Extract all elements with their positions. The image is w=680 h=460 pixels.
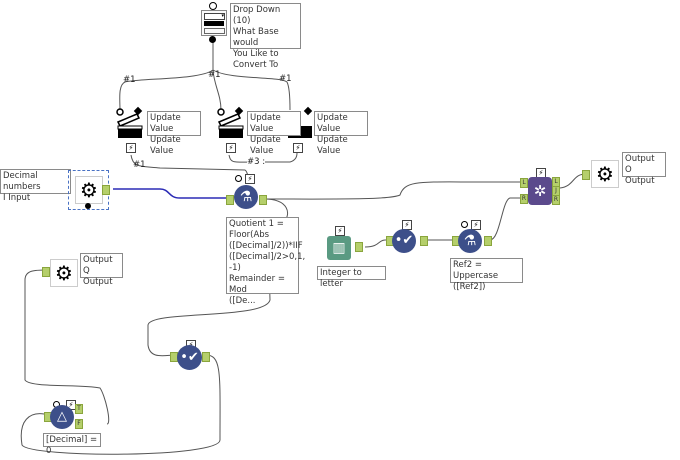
join-tool[interactable]: ⚡ L R ✲ L J R	[518, 168, 562, 208]
macro-output-tool-q[interactable]: ⚙	[42, 259, 78, 287]
connection-label: #3 :	[247, 157, 266, 167]
connection-input-formula1[interactable]	[113, 188, 232, 199]
bolt-icon: ⚡	[226, 143, 236, 153]
bolt-icon: ⚡	[293, 143, 303, 153]
macro-output-tool-o[interactable]: ⚙	[582, 160, 619, 188]
formula-tool-2[interactable]: ⚡ ⚗	[452, 218, 494, 254]
output-port[interactable]	[259, 195, 267, 205]
filter-icon: △	[50, 405, 74, 429]
filter-tool[interactable]: ⚡ △ T F	[42, 400, 84, 432]
input-port[interactable]	[226, 195, 234, 205]
connection-to-update1[interactable]	[119, 69, 214, 111]
select-tool-1[interactable]: ⚡ •✔	[170, 340, 210, 370]
output-port[interactable]	[484, 236, 492, 246]
update-value-annotation-3: Update Value Update Value	[314, 111, 368, 156]
macro-output-icon: ⚙	[591, 160, 619, 188]
join-icon: ✲	[528, 177, 552, 205]
output-port[interactable]	[355, 242, 363, 252]
dropdown-tool[interactable]: ▾	[199, 2, 227, 43]
select-tool-2[interactable]: ⚡ •✔	[386, 218, 430, 254]
join-right-input-port[interactable]: R	[520, 194, 528, 204]
bolt-icon: ⚡	[335, 226, 345, 236]
connection-to-update3[interactable]	[212, 69, 291, 111]
select-check-icon: •✔	[177, 345, 202, 370]
update-value-tool-1[interactable]	[115, 106, 145, 140]
clock-icon	[209, 2, 217, 10]
output-port[interactable]	[420, 236, 428, 246]
macro-input-tool[interactable]: ⚙	[68, 170, 110, 210]
anchor-icon	[209, 36, 216, 43]
text-input-annotation: Integer to letter	[317, 266, 386, 289]
join-right-output-port[interactable]: R	[552, 195, 560, 205]
connection-formula1-join[interactable]	[263, 181, 520, 200]
formula-annotation-1: Quotient 1 = Floor(Abs ([Decimal]/2))*II…	[226, 217, 305, 306]
anchor-icon	[85, 203, 91, 209]
filter-annotation: [Decimal] = 0	[43, 433, 101, 456]
output-o-annotation: Output O Output	[622, 152, 666, 186]
connection-label: #1	[123, 75, 136, 85]
formula-annotation-2: Ref2 = Uppercase ([Ref2])	[450, 258, 523, 292]
connection-update23-formula[interactable]	[228, 152, 298, 163]
output-port[interactable]	[202, 352, 210, 362]
update-value-tool-2[interactable]	[216, 106, 246, 140]
filter-true-port[interactable]: T	[75, 404, 83, 414]
update-value-annotation-2: Update Value Update Value	[247, 111, 301, 156]
connection-select1-filter[interactable]	[20, 354, 221, 455]
update-value-annotation-1: Update Value Update Value	[147, 111, 201, 156]
dropdown-annotation: Drop Down (10) What Base would You Like …	[230, 3, 301, 70]
join-left-input-port[interactable]: L	[520, 178, 528, 188]
input-port[interactable]	[42, 267, 50, 277]
output-port[interactable]	[102, 185, 110, 195]
clapper-icon	[116, 106, 143, 138]
book-icon: ▥	[327, 236, 351, 260]
connection-label: #1	[208, 70, 221, 80]
filter-false-port[interactable]: F	[75, 419, 83, 429]
select-check-icon: •✔	[392, 229, 416, 253]
input-port[interactable]	[582, 170, 590, 180]
connection-filter-outputq[interactable]	[24, 269, 110, 425]
macro-input-annotation: Decimal numbers I Input	[0, 169, 71, 203]
clock-icon	[461, 221, 468, 228]
text-input-tool[interactable]: ⚡ ▥	[325, 226, 367, 262]
connection-formula2-join[interactable]	[489, 197, 520, 241]
bolt-icon: ⚡	[471, 220, 481, 230]
bolt-icon: ⚡	[245, 174, 255, 184]
connection-textinput-select2[interactable]	[364, 239, 392, 248]
connection-label: #1	[133, 160, 146, 170]
clock-icon	[235, 175, 242, 182]
macro-input-icon: ⚙	[75, 176, 103, 204]
macro-output-icon: ⚙	[50, 259, 78, 287]
connection-to-update2[interactable]	[212, 69, 222, 111]
formula-flask-icon: ⚗	[458, 229, 482, 253]
formula-flask-icon: ⚗	[234, 185, 258, 209]
dropdown-icon: ▾	[201, 10, 227, 36]
clapper-icon	[217, 106, 244, 138]
connection-label: #1	[279, 74, 292, 84]
formula-tool-1[interactable]: ⚡ ⚗	[226, 174, 267, 210]
output-q-annotation: Output Q Output	[80, 253, 123, 287]
bolt-icon: ⚡	[126, 143, 136, 153]
